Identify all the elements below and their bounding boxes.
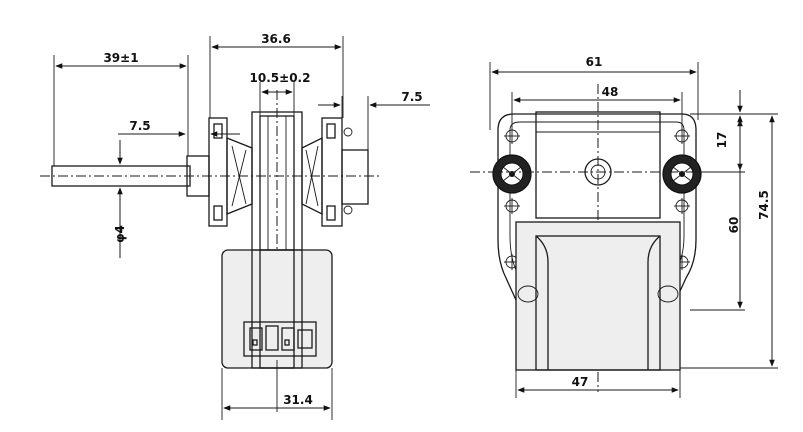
dim-hole-spacing: 48 [511, 85, 683, 128]
dim-overall-width: 61 [489, 55, 699, 130]
dim-shaft-length: 39±1 [53, 51, 189, 166]
left-bearing-assembly [186, 117, 253, 227]
dim-hole-height-label: 60 [727, 217, 741, 234]
dim-body-width-label: 36.6 [261, 32, 291, 46]
dim-overall-width-label: 61 [586, 55, 603, 69]
dim-bottom-width-label: 47 [572, 375, 589, 389]
dim-overall-height-label: 74.5 [757, 190, 771, 220]
dim-left-offset-label: 7.5 [129, 119, 150, 133]
dim-core-width: 10.5±0.2 [250, 71, 311, 116]
dim-base-width: 31.4 [221, 360, 333, 420]
shaft [40, 165, 380, 187]
front-coil [515, 221, 681, 371]
dim-bottom-width: 47 [515, 370, 681, 398]
dim-right-offset: 7.5 [318, 90, 430, 150]
dim-shaft-diameter-label: φ4 [113, 225, 127, 243]
terminal-block [243, 321, 317, 357]
side-view: 39±1 36.6 10.5±0.2 7.5 [40, 32, 430, 420]
dim-left-offset: 7.5 [118, 119, 240, 137]
dim-overall-height: 74.5 [680, 113, 778, 369]
dim-shaft-length-label: 39±1 [103, 51, 138, 65]
front-bearings [492, 154, 702, 194]
dim-right-offset-label: 7.5 [401, 90, 422, 104]
dim-core-width-label: 10.5±0.2 [250, 71, 311, 85]
mounting-holes [504, 128, 690, 270]
dim-hole-height: 60 [690, 115, 745, 311]
dim-body-width: 36.6 [209, 32, 344, 118]
front-view: 61 48 17 60 74.5 [470, 55, 778, 398]
dim-base-width-label: 31.4 [283, 393, 313, 407]
dim-top-offset-label: 17 [715, 132, 729, 149]
dim-hole-spacing-label: 48 [602, 85, 619, 99]
dim-shaft-diameter: φ4 [113, 140, 127, 258]
right-bearing-assembly [301, 117, 369, 227]
